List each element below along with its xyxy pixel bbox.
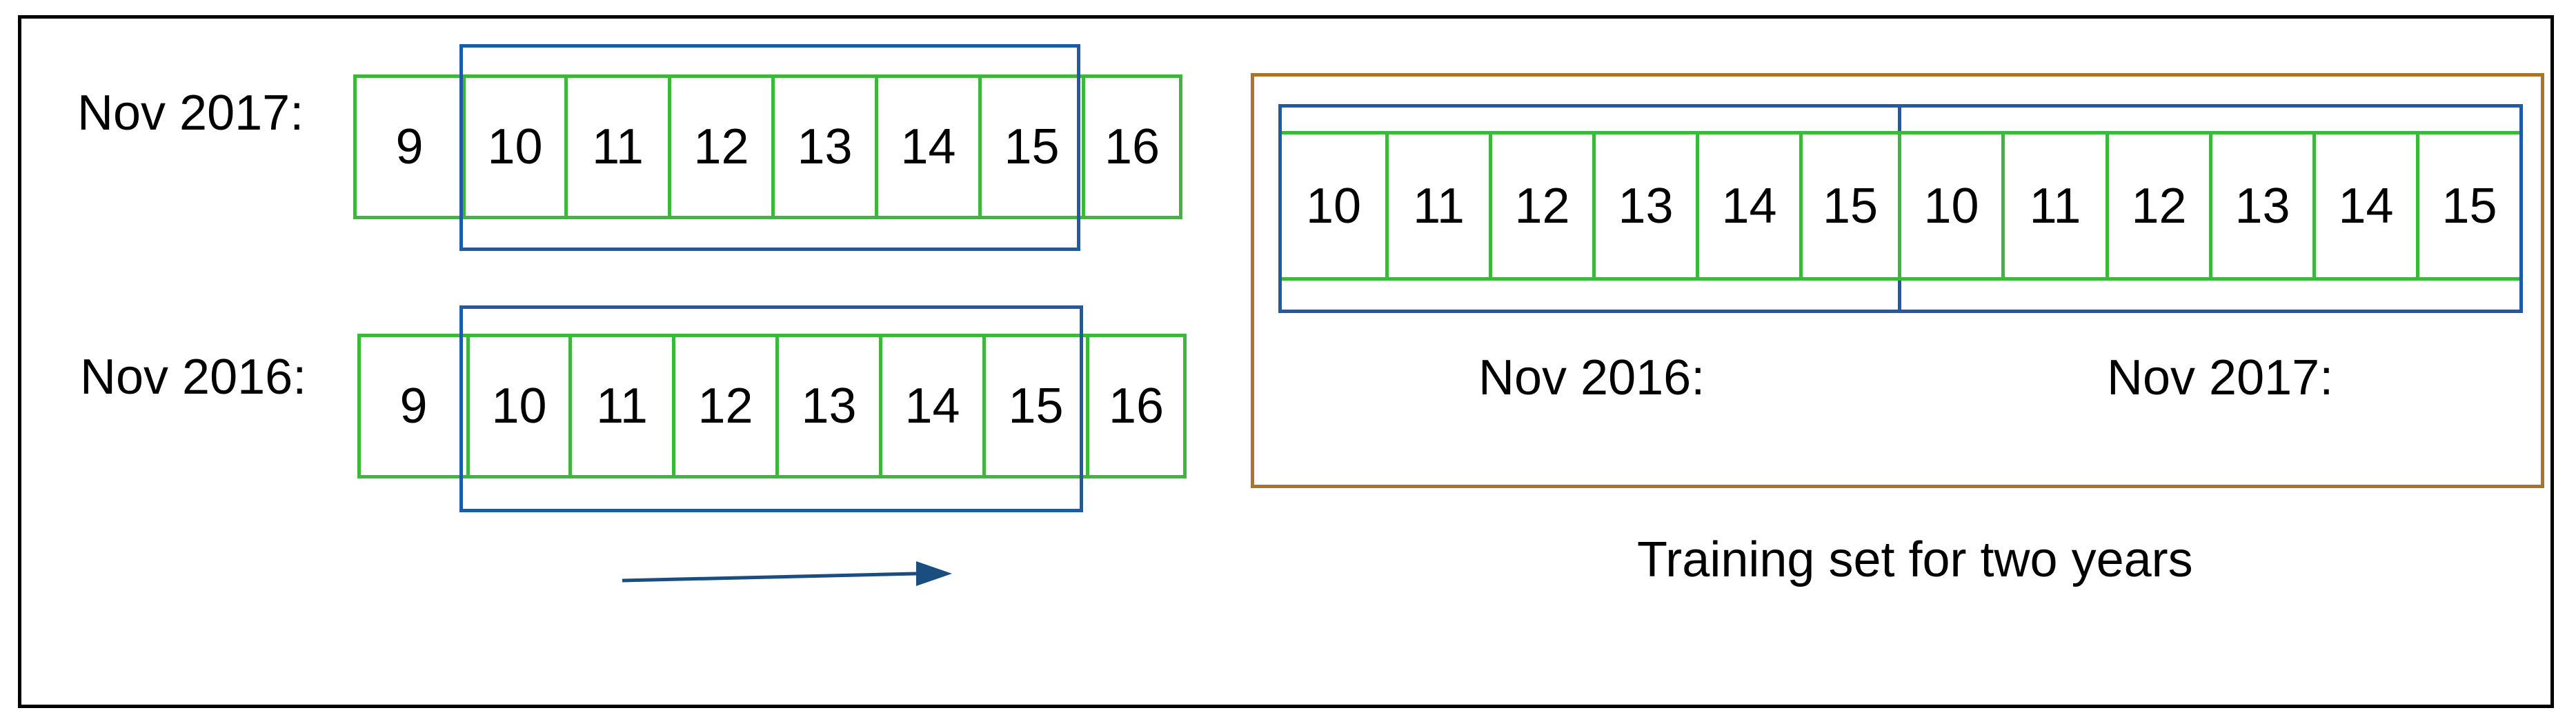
window-box-nov-2016 <box>459 305 1083 512</box>
cell: 13 <box>771 78 875 216</box>
cell: 16 <box>1086 337 1183 475</box>
cell: 14 <box>875 78 978 216</box>
cell: 14 <box>2312 134 2416 277</box>
training-label-nov-2016: Nov 2016: <box>1478 350 1705 405</box>
row-label-nov-2017: Nov 2017: <box>77 85 304 141</box>
cell: 11 <box>568 337 672 475</box>
bottom-rule <box>1282 277 2519 281</box>
cell: 14 <box>1696 134 1799 277</box>
top-rule <box>1282 131 2519 134</box>
cell: 12 <box>672 337 775 475</box>
training-label-nov-2017: Nov 2017: <box>2107 350 2334 405</box>
cell: 15 <box>978 78 1082 216</box>
cell: 10 <box>1898 134 2001 277</box>
row-label-nov-2016: Nov 2016: <box>80 350 307 405</box>
training-set-box <box>1251 73 2544 488</box>
training-cells: 10 11 12 13 14 15 10 11 12 13 14 15 <box>1282 134 2519 277</box>
cell-row-nov-2016: 9 10 11 12 13 14 15 16 <box>357 334 1187 478</box>
cell: 11 <box>1385 134 1489 277</box>
diagram-frame <box>18 15 2554 708</box>
cell: 9 <box>399 379 428 434</box>
cell: 13 <box>775 337 879 475</box>
cell: 12 <box>2106 134 2209 277</box>
cell: 12 <box>1489 134 1592 277</box>
cell-row-nov-2017: 9 10 11 12 13 14 15 16 <box>353 74 1182 219</box>
cell: 10 <box>462 78 564 216</box>
cell: 13 <box>1592 134 1696 277</box>
window-box-nov-2017 <box>459 44 1080 251</box>
slide-arrow-icon <box>622 561 952 586</box>
cell: 15 <box>1799 134 1898 277</box>
cell: 15 <box>2416 134 2519 277</box>
cell: 16 <box>1082 78 1179 216</box>
cell: 10 <box>1305 178 1362 234</box>
cell: 9 <box>395 119 424 174</box>
cell: 12 <box>668 78 771 216</box>
cell: 13 <box>2209 134 2312 277</box>
cell: 10 <box>466 337 568 475</box>
cell: 11 <box>564 78 668 216</box>
cell: 14 <box>879 337 982 475</box>
cell: 11 <box>2001 134 2106 277</box>
training-caption: Training set for two years <box>1637 532 2193 587</box>
cell: 15 <box>982 337 1086 475</box>
